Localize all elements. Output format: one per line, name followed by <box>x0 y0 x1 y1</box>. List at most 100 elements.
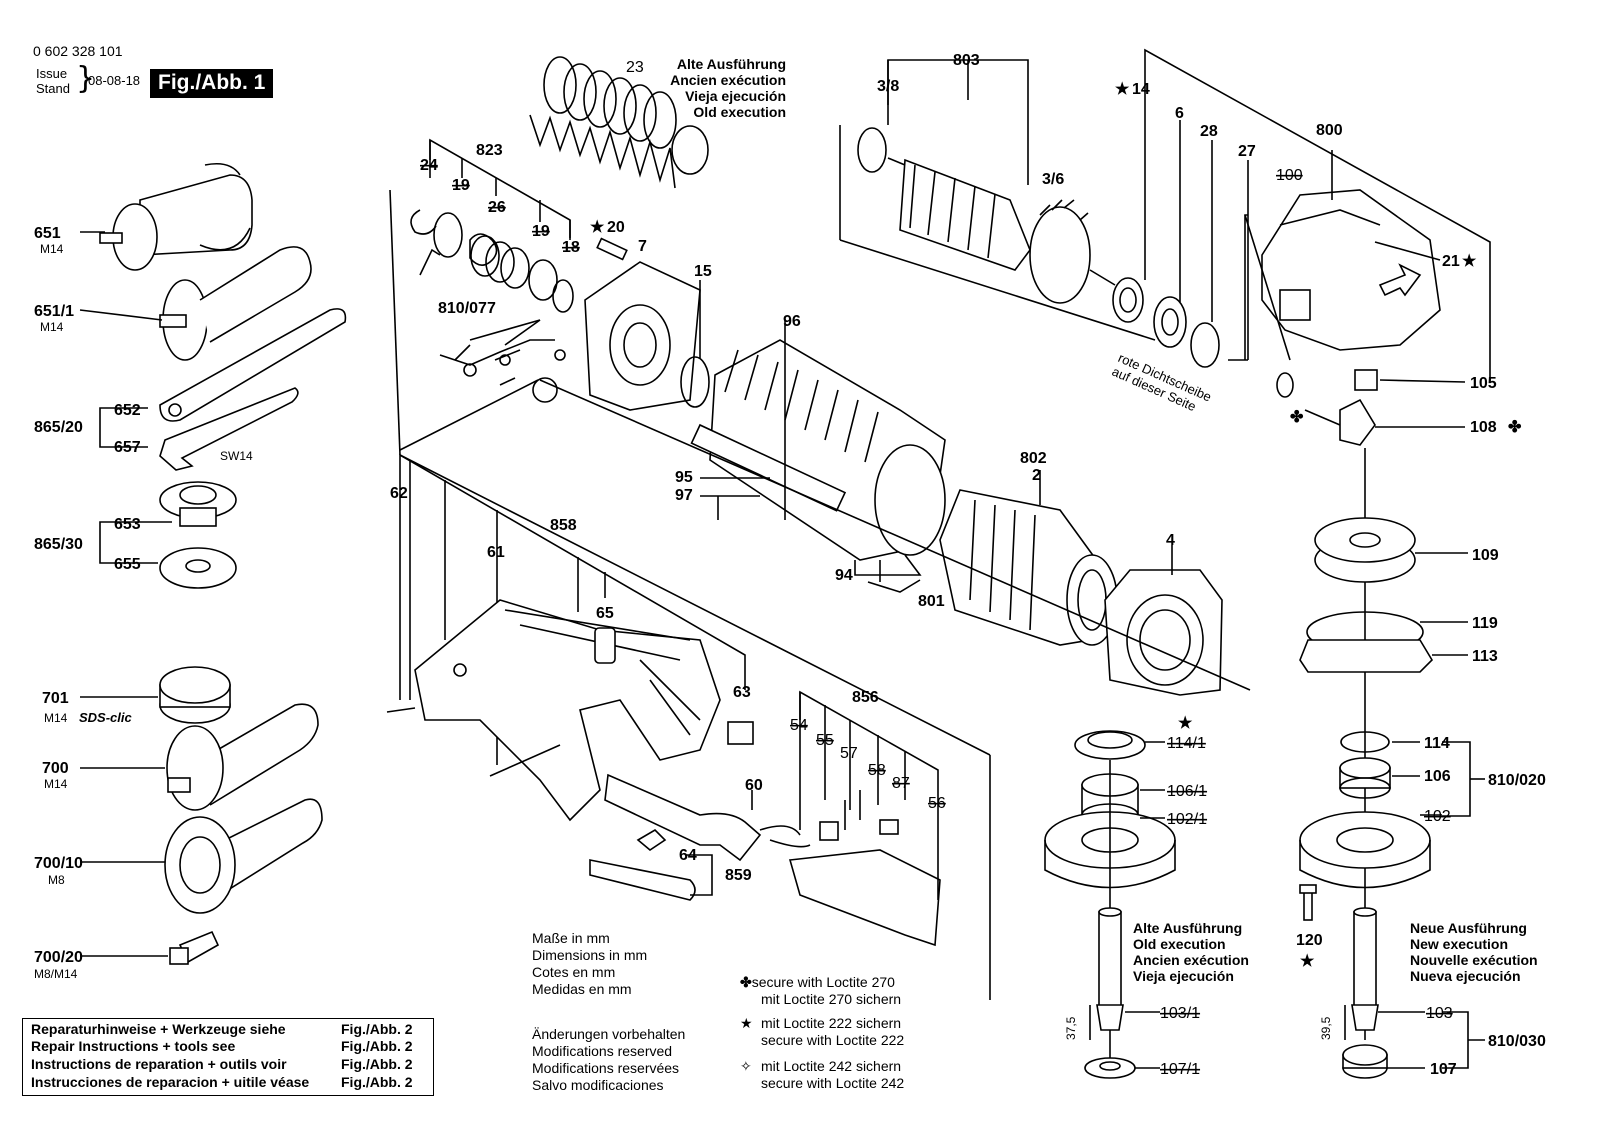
old-exec-b-4: Vieja ejecución <box>1133 968 1234 984</box>
label-802: 802 <box>1020 450 1047 467</box>
part-108-pinion <box>1304 398 1376 446</box>
label-64: 64 <box>679 847 697 864</box>
label-4: 4 <box>1166 532 1175 549</box>
label-21: 21 <box>1442 253 1460 270</box>
part-102-bearing-flange <box>1299 811 1431 889</box>
label-96: 96 <box>783 313 801 330</box>
dimension-39-5: 39,5 <box>1319 1016 1333 1040</box>
document-number: 0 602 328 101 <box>33 43 123 59</box>
label-701-thread: M14 <box>44 711 68 725</box>
part-63-plate <box>727 721 754 745</box>
label-108: 108 <box>1470 419 1497 436</box>
label-23: 23 <box>626 59 644 76</box>
repair-ref-es: Fig./Abb. 2 <box>341 1074 413 1090</box>
issue-date: 08-08-18 <box>88 73 141 88</box>
label-103-1: 103/1 <box>1160 1005 1200 1022</box>
label-810-077: 810/077 <box>438 300 496 317</box>
star-21: ★ <box>1462 253 1477 270</box>
label-97: 97 <box>675 487 693 504</box>
issue-stand-label: Issue Stand <box>36 66 70 96</box>
label-60: 60 <box>745 777 763 794</box>
label-56: 56 <box>928 795 946 812</box>
part-61-screw <box>489 744 561 777</box>
part-96-motor-housing <box>690 339 946 561</box>
part-120-screw <box>1299 884 1317 921</box>
new-exec-4: Nueva ejecución <box>1410 968 1521 984</box>
label-823: 823 <box>476 142 503 159</box>
clover-108-left: ✤ <box>1290 409 1304 426</box>
figure-tag: Fig./Abb. 1 <box>150 69 274 98</box>
part-23-brush-springs <box>529 56 709 189</box>
label-7: 7 <box>638 238 647 255</box>
label-120: 120 <box>1296 932 1323 949</box>
label-700-20-thread: M8/M14 <box>34 967 78 981</box>
label-700: 700 <box>42 760 69 777</box>
label-27: 27 <box>1238 143 1256 160</box>
part-810-077-suppressor <box>439 319 566 403</box>
new-exec-2: New execution <box>1410 936 1509 952</box>
old-exec-de: Alte Ausführung <box>676 56 786 72</box>
star-icon: ★ <box>740 1015 753 1031</box>
label-651-thread: M14 <box>40 242 64 256</box>
mod-note-3: Modifications reservées <box>532 1060 680 1076</box>
part-114-circlip <box>1340 731 1390 753</box>
label-58: 58 <box>868 762 886 779</box>
label-651-1-thread: M14 <box>40 320 64 334</box>
star-14: ★ <box>1115 81 1130 98</box>
part-653-flange <box>159 481 237 527</box>
label-100: 100 <box>1276 167 1303 184</box>
label-810-020: 810/020 <box>1488 772 1546 789</box>
issue-label: Issue <box>36 66 68 81</box>
new-exec-1: Neue Ausführung <box>1410 920 1527 936</box>
label-3-6: 3/6 <box>1042 171 1064 188</box>
dim-note-1: Maße in mm <box>532 930 610 946</box>
old-exec-en: Old execution <box>693 104 786 120</box>
label-65: 65 <box>596 605 614 622</box>
repair-row-en: Repair Instructions + tools see <box>31 1038 236 1054</box>
part-700-20-adapter <box>169 930 220 965</box>
repair-ref-de: Fig./Abb. 2 <box>341 1021 413 1037</box>
star-114-1: ★ <box>1178 715 1193 732</box>
star-120: ★ <box>1300 953 1315 970</box>
label-95: 95 <box>675 469 693 486</box>
mod-note-4: Salvo modificaciones <box>532 1077 664 1093</box>
loctite-222-note: ★mit Loctite 222 sichern secure with Loc… <box>740 1015 904 1049</box>
label-109: 109 <box>1472 547 1499 564</box>
label-6: 6 <box>1175 105 1184 122</box>
star-20: ★ <box>590 219 605 236</box>
label-651-1: 651/1 <box>34 303 74 320</box>
part-856-switch <box>788 790 941 947</box>
old-exec-b-2: Old execution <box>1133 936 1226 952</box>
stand-label: Stand <box>36 81 70 96</box>
label-14: 14 <box>1132 81 1150 98</box>
label-19a: 19 <box>452 177 470 194</box>
part-4-intermediate-flange <box>1104 569 1223 696</box>
label-sds-clic: SDS-clic <box>79 710 133 725</box>
part-113-seal <box>1299 639 1434 673</box>
label-651: 651 <box>34 225 61 242</box>
part-62-screw <box>386 707 416 713</box>
label-803: 803 <box>953 52 980 69</box>
label-113: 113 <box>1472 648 1498 665</box>
label-87: 87 <box>892 775 910 792</box>
label-856: 856 <box>852 689 879 706</box>
part-802-field-coil <box>939 489 1118 646</box>
label-26: 26 <box>488 199 506 216</box>
label-2: 2 <box>1032 467 1041 484</box>
label-57: 57 <box>840 745 858 762</box>
label-19b: 19 <box>532 223 550 240</box>
label-810-030: 810/030 <box>1488 1033 1546 1050</box>
label-865-30: 865/30 <box>34 536 83 553</box>
clover-108: ✤ <box>1508 419 1522 436</box>
loctite-270-line-2: mit Loctite 270 sichern <box>761 991 902 1007</box>
old-exec-b-1: Alte Ausführung <box>1133 920 1243 936</box>
part-107-flange <box>1342 1044 1388 1079</box>
repair-row-es: Instrucciones de reparacion + uitile véa… <box>31 1074 310 1090</box>
label-859: 859 <box>725 867 752 884</box>
label-15: 15 <box>694 263 712 280</box>
part-7-bearing-flange <box>584 237 701 411</box>
label-114: 114 <box>1424 735 1450 752</box>
label-652: 652 <box>114 402 141 419</box>
part-6-ball-bearing <box>1153 296 1187 348</box>
label-801: 801 <box>918 593 945 610</box>
